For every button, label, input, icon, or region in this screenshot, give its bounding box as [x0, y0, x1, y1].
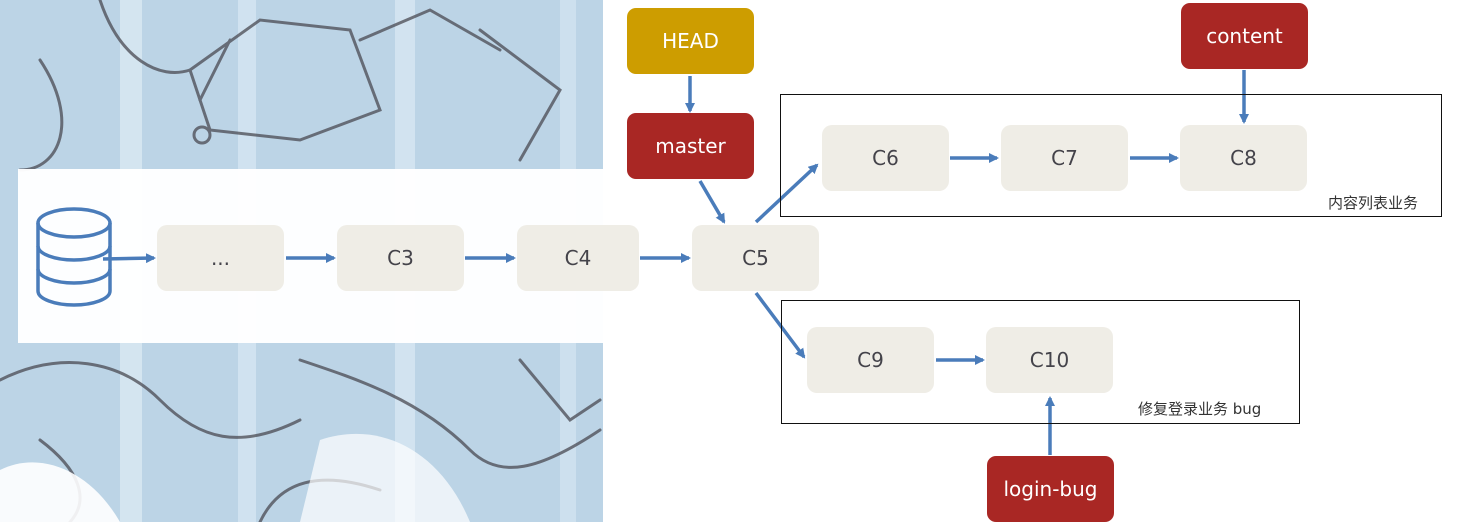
commit-c5[interactable]: C5: [692, 225, 819, 291]
arrow-c5-to-c9: [754, 291, 806, 359]
branch-login-bug[interactable]: login-bug: [987, 456, 1114, 522]
commit-c6[interactable]: C6: [822, 125, 949, 191]
commit-c3[interactable]: C3: [337, 225, 464, 291]
database-icon: [36, 207, 112, 307]
commit-c4[interactable]: C4: [517, 225, 639, 291]
login-fix-group: [781, 300, 1300, 424]
head-pointer[interactable]: HEAD: [627, 8, 754, 74]
login-fix-group-label: 修复登录业务 bug: [1138, 400, 1262, 418]
arrow-master-to-c5: [698, 180, 726, 224]
commit-c10[interactable]: C10: [986, 327, 1113, 393]
commit-c9[interactable]: C9: [807, 327, 934, 393]
commit-ellipsis[interactable]: ...: [157, 225, 284, 291]
content-list-group: [780, 94, 1442, 217]
branch-content[interactable]: content: [1181, 3, 1308, 69]
commit-c7[interactable]: C7: [1001, 125, 1128, 191]
arrow-c5-to-c6: [754, 163, 819, 224]
commit-c8[interactable]: C8: [1180, 125, 1307, 191]
content-list-group-label: 内容列表业务: [1328, 194, 1419, 212]
branch-master[interactable]: master: [627, 113, 754, 179]
